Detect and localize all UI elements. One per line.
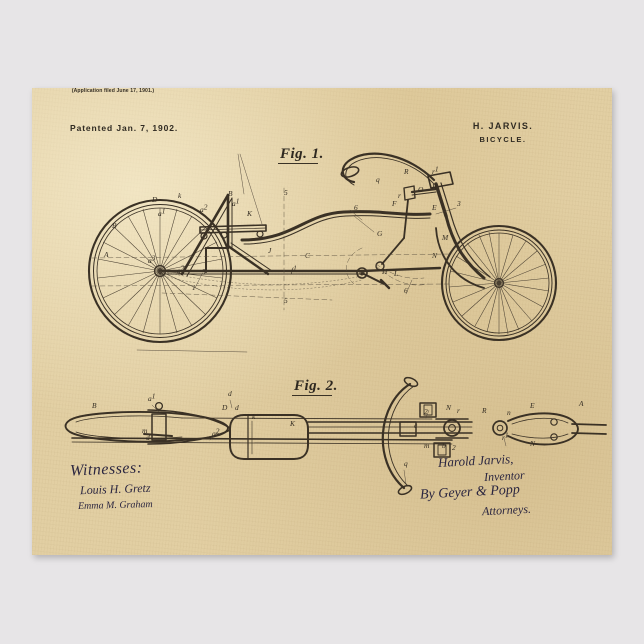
front-wheel xyxy=(440,224,558,342)
fig2-ref-19: E xyxy=(529,401,535,410)
fig1-ref-12: a3 xyxy=(148,253,156,265)
fig1-ref-6: a1 xyxy=(158,206,165,218)
fig1-ref-32: 6 xyxy=(404,286,408,295)
fig2-seat xyxy=(229,414,309,460)
fig2-ref-17: R xyxy=(481,406,487,415)
attorney-role-label: Attorneys. xyxy=(481,501,532,519)
fig2-reference-leaders xyxy=(151,399,507,485)
fig2-ref-21: N xyxy=(529,439,536,448)
fig2-ref-23: q xyxy=(404,459,408,468)
fig1-ref-10: 5 xyxy=(284,296,288,305)
fig2-ref-16: r xyxy=(457,406,460,415)
fig1-ref-31: L xyxy=(393,269,398,278)
fig2-ref-4: a2 xyxy=(212,426,220,438)
fig2-ref-3: d xyxy=(146,433,150,442)
patented-date: Patented Jan. 7, 1902. xyxy=(70,123,179,133)
fig2-ref-11: c xyxy=(414,421,418,430)
reference-leaders xyxy=(194,153,457,295)
fig1-ref-8: K xyxy=(246,209,253,218)
fig2-ref-18: n xyxy=(507,408,511,417)
fig1-ref-33: N xyxy=(431,251,438,260)
fig1-ref-17: C xyxy=(305,251,310,260)
fig2-ref-1: a1 xyxy=(148,391,155,403)
witnesses-title: Witnesses: xyxy=(69,459,143,480)
fig1-ref-27: E xyxy=(431,203,437,212)
fig1-ref-0: B xyxy=(112,221,117,230)
fig1-ref-24: r1 xyxy=(432,164,439,176)
fig2-ref-0: B xyxy=(92,401,97,410)
fig1-ref-23: R xyxy=(403,167,409,176)
figure-2-label: Fig. 2. xyxy=(292,378,338,396)
fig1-ref-4: A xyxy=(103,250,109,259)
fig1-ref-28: 3 xyxy=(456,199,461,208)
fig1-ref-5: D xyxy=(151,195,158,204)
fig1-ref-20: q xyxy=(376,175,380,184)
fig1-ref-11: J xyxy=(268,246,272,255)
fig2-ref-2: m xyxy=(142,426,148,435)
fig1-ref-18: G xyxy=(377,229,383,238)
fig2-ref-12: m xyxy=(424,441,430,450)
application-filed-line: (Application filed June 17, 1901.) xyxy=(71,88,155,94)
patent-poster: Patented Jan. 7, 1902. H. JARVIS. BICYCL… xyxy=(32,88,612,555)
inventor-name-header: H. JARVIS. xyxy=(472,121,534,131)
fig1-ref-22: R xyxy=(431,182,437,191)
fig2-ref-22: A xyxy=(578,399,584,408)
fig2-steering-head xyxy=(399,402,469,458)
fig1-ref-19: 6 xyxy=(354,203,358,212)
figure-1-drawing: BBa1a2ADa1kK55Ja3a231f1CG6qORRr1rFE3MHL6… xyxy=(87,152,558,353)
fig1-ref-7: k xyxy=(178,191,182,200)
fig2-front-fork xyxy=(492,412,607,446)
fig1-ref-25: r xyxy=(398,191,401,200)
construction-lines xyxy=(91,187,453,311)
fig2-ref-8: k xyxy=(252,412,256,421)
fig2-handlebar xyxy=(381,376,419,496)
fig2-ref-20: r1 xyxy=(502,430,509,442)
fig2-ref-9: K xyxy=(289,419,296,428)
fig1-ref-30: H xyxy=(381,267,388,276)
witness-signature-1: Louis H. Gretz xyxy=(79,480,151,498)
fig1-ref-13: a2 xyxy=(177,263,185,275)
fig2-ref-14: b xyxy=(442,441,446,450)
witness-signature-2: Emma M. Graham xyxy=(77,499,153,512)
fig2-ref-10: 2 xyxy=(424,407,428,416)
fig1-ref-21: O xyxy=(418,185,424,194)
fig1-ref-16: f1 xyxy=(291,263,297,275)
figure-1-label: Fig. 1. xyxy=(278,146,324,164)
steering-assembly xyxy=(340,152,491,289)
fig1-ref-29: M xyxy=(441,233,449,242)
fig1-ref-26: F xyxy=(391,199,397,208)
fig2-ref-7: d xyxy=(235,403,239,412)
fig1-ref-3: a2 xyxy=(200,202,208,214)
fig1-ref-1: B xyxy=(228,189,233,198)
paper-sheet: Patented Jan. 7, 1902. H. JARVIS. BICYCL… xyxy=(32,88,612,555)
fig2-ref-15: N xyxy=(445,403,452,412)
fig1-ref-2: a1 xyxy=(232,196,239,208)
fig1-ref-14: 3 xyxy=(201,267,206,276)
fig2-ref-13: 2 xyxy=(452,443,456,452)
fig2-ref-6: D xyxy=(221,403,228,412)
fig1-ref-9: 5 xyxy=(284,188,288,197)
fig1-ref-15: 1 xyxy=(192,283,196,292)
patent-subject: BICYCLE. xyxy=(479,135,527,144)
fig2-ref-5: d xyxy=(228,389,232,398)
